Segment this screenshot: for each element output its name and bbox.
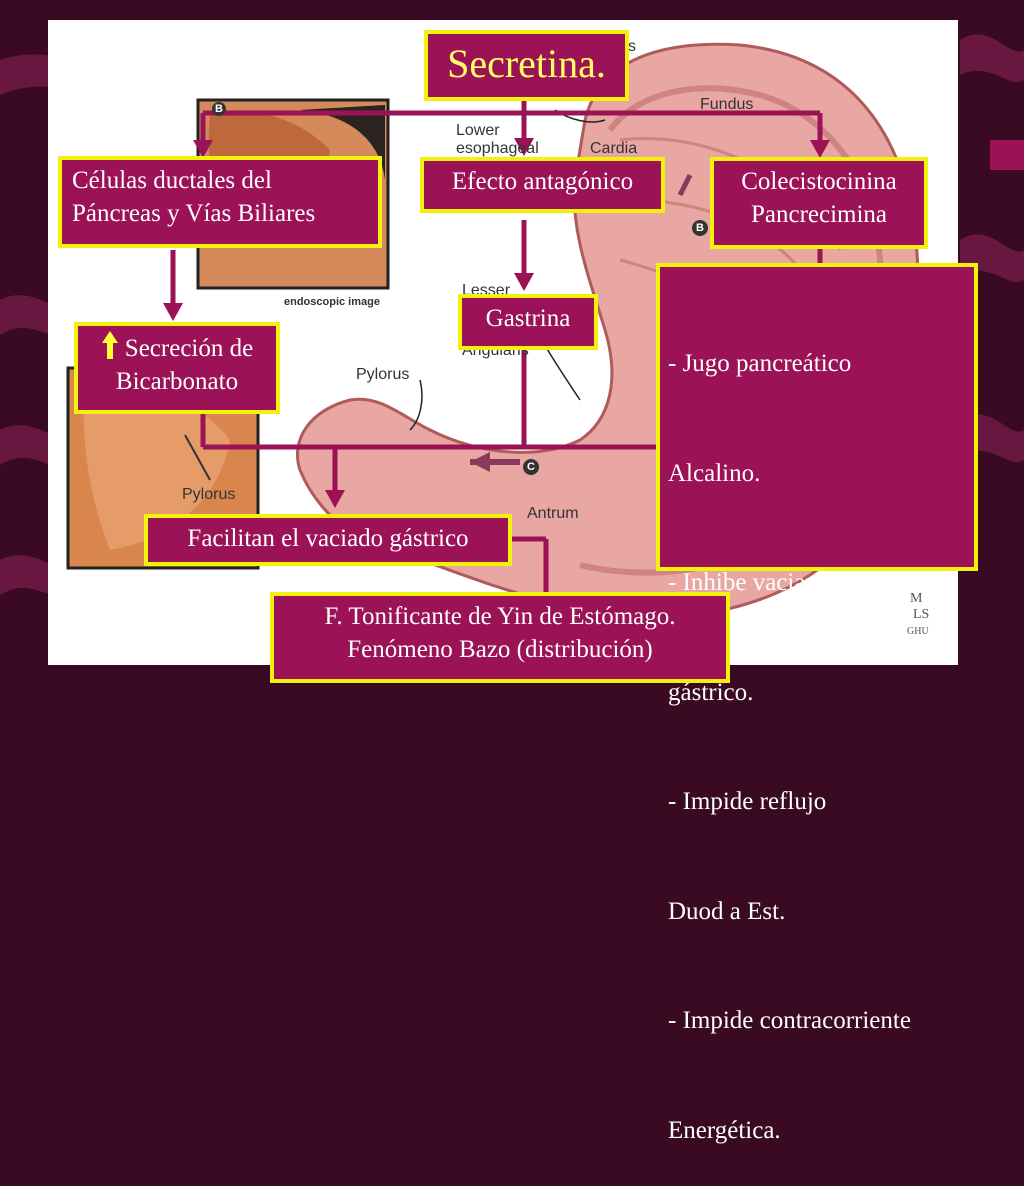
- box-effects-list: - Jugo pancreático Alcalino. - Inhibe va…: [656, 263, 978, 1144]
- title-secretina: Secretina.: [424, 30, 629, 101]
- mls-logo-icon: M LS GHU: [907, 591, 929, 637]
- label-pylorus-photo: Pylorus: [182, 486, 236, 503]
- tonificante-line-1: F. Tonificante de Yin de Estómago.: [324, 603, 676, 630]
- vaciado-label: Facilitan el vaciado gástrico: [187, 525, 469, 552]
- label-lower: Lower: [456, 122, 500, 139]
- effect-line-2: Alcalino.: [668, 459, 761, 487]
- effect-line-5: - Impide reflujo: [668, 788, 827, 815]
- label-esophageal: esophageal: [456, 140, 539, 157]
- secrecion-line-1-text: Secreción de: [124, 335, 254, 362]
- svg-text:GHU: GHU: [907, 626, 929, 637]
- box-tonificante: F. Tonificante de Yin de Estómago. Fenóm…: [270, 592, 730, 683]
- marker-c: C: [523, 459, 539, 475]
- marker-b-photo: B: [212, 102, 226, 116]
- effect-line-3: - Inhibe vaciamiento: [668, 569, 875, 596]
- box-efecto-antagonico: Efecto antagónico: [420, 157, 665, 213]
- page-title: Secretina.: [447, 41, 606, 86]
- gastrina-label: Gastrina: [485, 305, 571, 332]
- label-endoscopic-image: endoscopic image: [284, 296, 380, 308]
- effect-line-7: - Impide contracorriente: [668, 1007, 911, 1034]
- svg-text:M: M: [910, 591, 923, 606]
- secrecion-line-2: Bicarbonato: [115, 368, 239, 395]
- label-cardia: Cardia: [590, 140, 638, 157]
- box-colecistocinina: Colecistocinina Pancrecimina: [710, 157, 928, 249]
- cck-line-2: Pancrecimina: [750, 201, 888, 228]
- celulas-line-2: Páncreas y Vías Biliares: [72, 200, 316, 227]
- label-pylorus-main: Pylorus: [356, 366, 410, 383]
- effect-line-6: Duod a Est.: [668, 897, 786, 925]
- secrecion-line-1: Secreción de: [88, 330, 266, 365]
- label-marker-s: s: [628, 38, 636, 55]
- box-secrecion-bicarbonato: Secreción de Bicarbonato: [74, 322, 280, 414]
- cck-line-1: Colecistocinina: [741, 168, 897, 195]
- efecto-antagonico-label: Efecto antagónico: [451, 168, 634, 195]
- marker-b: B: [692, 220, 708, 236]
- svg-text:LS: LS: [913, 607, 929, 622]
- effect-line-8: Energética.: [668, 1116, 781, 1144]
- box-celulas-ductales: Células ductales del Páncreas y Vías Bil…: [58, 156, 382, 248]
- effect-line-1: - Jugo pancreático: [668, 350, 852, 377]
- label-antrum: Antrum: [527, 505, 579, 522]
- label-fundus: Fundus: [700, 96, 754, 113]
- box-gastrina: Gastrina: [458, 294, 598, 350]
- tonificante-line-2: Fenómeno Bazo (distribución): [347, 636, 653, 663]
- up-arrow-icon: [101, 331, 118, 359]
- box-vaciado-gastrico: Facilitan el vaciado gástrico: [144, 514, 512, 566]
- celulas-line-1: Células ductales del: [72, 167, 272, 194]
